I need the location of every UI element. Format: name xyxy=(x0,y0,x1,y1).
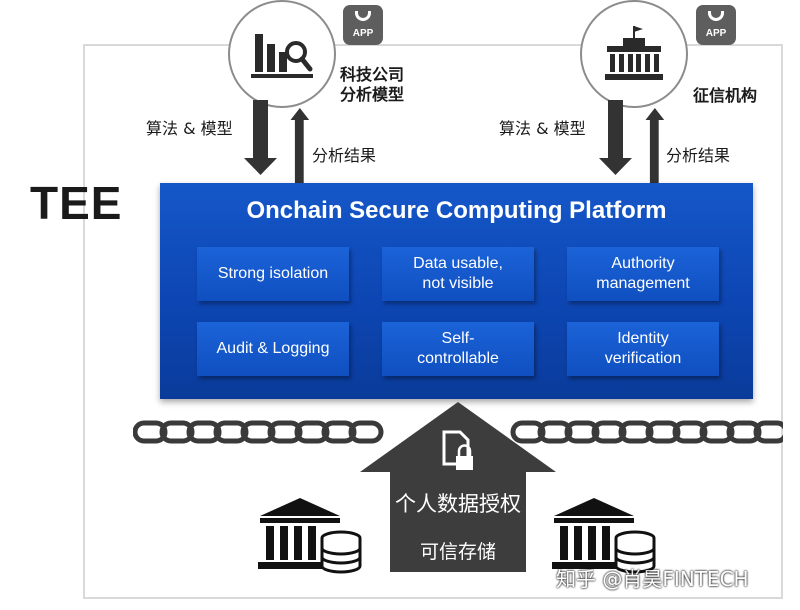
chain-link xyxy=(699,420,735,444)
chain-link xyxy=(186,420,222,444)
government-building-icon xyxy=(605,26,663,80)
tech-company-name-line1: 科技公司 xyxy=(340,65,405,84)
feature-identity-verification: Identity verification xyxy=(567,322,719,376)
tech-company-name-line2: 分析模型 xyxy=(340,85,405,104)
feature-data-usable: Data usable, not visible xyxy=(382,247,534,301)
bag-icon xyxy=(355,11,371,21)
chain-link xyxy=(294,420,330,444)
left-up-label: 分析结果 xyxy=(312,146,377,165)
right-arrows xyxy=(599,100,665,184)
bank-database-icon xyxy=(552,498,656,574)
personal-data-authorization-label: 个人数据授权 xyxy=(395,492,521,516)
app-badge-left: APP xyxy=(343,5,383,45)
chain-link xyxy=(672,420,708,444)
credit-agency-circle xyxy=(580,0,688,108)
watermark: 知乎 @肖昊FINTECH xyxy=(556,567,749,591)
bank-database-icon xyxy=(258,498,362,574)
chain-link xyxy=(753,420,783,444)
chain-link xyxy=(348,420,384,444)
left-arrows xyxy=(244,100,310,184)
chain-link xyxy=(564,420,600,444)
chain-link xyxy=(510,420,546,444)
chain-link xyxy=(618,420,654,444)
left-down-label: 算法 & 模型 xyxy=(146,119,233,138)
app-badge-right: APP xyxy=(696,5,736,45)
blockchain-chain xyxy=(133,420,783,444)
credit-agency-label: 征信机构 xyxy=(693,86,758,105)
chain-link xyxy=(213,420,249,444)
chart-magnifier-icon xyxy=(251,34,313,78)
right-up-label: 分析结果 xyxy=(666,146,731,165)
chain-link xyxy=(726,420,762,444)
up-arrow xyxy=(290,108,310,184)
secure-computing-platform: Onchain Secure Computing Platform Strong… xyxy=(160,183,753,399)
chain-link xyxy=(267,420,303,444)
right-down-label: 算法 & 模型 xyxy=(499,119,586,138)
bag-icon xyxy=(708,11,724,21)
tee-label: TEE xyxy=(30,177,123,229)
trusted-storage-label: 可信存储 xyxy=(419,541,496,563)
document-lock-icon xyxy=(442,430,473,470)
chain-link xyxy=(159,420,195,444)
up-arrow xyxy=(645,108,665,184)
chain-link xyxy=(591,420,627,444)
feature-authority-management: Authority management xyxy=(567,247,719,301)
tech-company-circle xyxy=(228,0,336,108)
tee-boundary-frame xyxy=(83,44,783,599)
tech-company-label: 科技公司 分析模型 xyxy=(340,65,404,105)
chain-link xyxy=(537,420,573,444)
chain-link xyxy=(240,420,276,444)
feature-self-controllable: Self- controllable xyxy=(382,322,534,376)
platform-title: Onchain Secure Computing Platform xyxy=(246,197,667,224)
feature-audit-logging: Audit & Logging xyxy=(197,322,349,376)
feature-strong-isolation: Strong isolation xyxy=(197,247,349,301)
down-arrow xyxy=(244,100,277,175)
chain-link xyxy=(645,420,681,444)
trusted-storage-house xyxy=(360,402,556,572)
chain-link xyxy=(321,420,357,444)
chain-link xyxy=(133,420,168,444)
down-arrow xyxy=(599,100,632,175)
